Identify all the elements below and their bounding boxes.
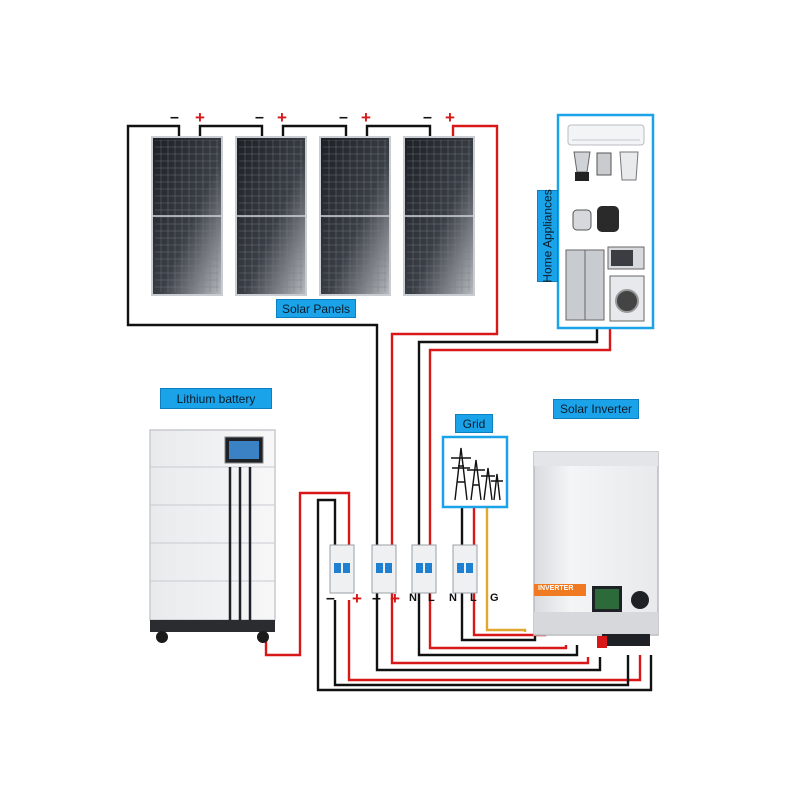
grid-panel [441, 435, 509, 509]
load-live-wire [428, 325, 612, 650]
panel-3-minus: – [339, 109, 348, 126]
blender-icon [573, 151, 591, 181]
pv-negative-wire [126, 124, 602, 672]
panel-1-plus: + [195, 108, 205, 127]
solar-panel-array [151, 136, 475, 296]
load-terminal-n: N [409, 592, 417, 604]
battery-terminal-minus: – [326, 590, 335, 607]
home-appliances-text: Home Appliances [540, 189, 555, 283]
battery-positive-wire [264, 491, 351, 657]
panel-2-minus: – [255, 109, 264, 126]
panel-2-plus: + [277, 108, 287, 127]
kettle-icon [572, 209, 592, 231]
battery-negative-wire [316, 498, 653, 692]
refrigerator-icon [565, 249, 605, 321]
grid-terminal-g: G [490, 592, 499, 604]
circuit-breaker-icon [329, 544, 355, 594]
circuit-breaker-icon [371, 544, 397, 594]
wiring [126, 124, 653, 692]
circuit-breaker-icon [411, 544, 437, 594]
home-appliances-panel [556, 113, 655, 330]
battery-terminal-plus: + [352, 589, 362, 608]
transmission-tower-icon [451, 447, 503, 501]
air-fryer-icon [597, 206, 619, 232]
home-appliances-label: Home Appliances [537, 189, 558, 283]
lithium-battery-label: Lithium battery [160, 388, 272, 409]
battery-negative-wire-2 [333, 600, 630, 687]
grid-terminal-n: N [449, 592, 457, 604]
coffee-maker-icon [596, 152, 612, 176]
grid-terminal-l: L [470, 592, 477, 604]
solar-panels-label: Solar Panels [276, 299, 356, 318]
solar-panel-icon [403, 136, 475, 296]
panel-1-minus: – [170, 109, 179, 126]
panel-series-link [198, 124, 264, 137]
battery-icon [149, 429, 276, 643]
food-processor-icon [619, 151, 639, 181]
panel-4-plus: + [445, 108, 455, 127]
solar-panel-icon [235, 136, 307, 296]
load-terminal-l: L [428, 592, 435, 604]
pv-terminal-minus: – [372, 590, 381, 607]
battery-positive-wire-2 [347, 600, 642, 682]
panel-series-link [365, 124, 432, 137]
grid-label: Grid [455, 414, 493, 433]
microwave-icon [607, 246, 645, 270]
grid-ground-wire [485, 507, 527, 632]
pv-positive-wire [390, 124, 590, 665]
panel-4-minus: – [423, 109, 432, 126]
inverter-brand-text: INVERTER [538, 585, 574, 592]
panel-series-link [281, 124, 348, 137]
circuit-breakers [329, 544, 478, 594]
air-conditioner-icon [567, 124, 645, 146]
pv-terminal-plus: + [390, 589, 400, 608]
solar-panel-icon [151, 136, 223, 296]
circuit-breaker-icon [452, 544, 478, 594]
inverter-icon [533, 451, 659, 648]
load-neutral-wire [417, 325, 599, 657]
solar-panel-icon [319, 136, 391, 296]
washing-machine-icon [609, 275, 645, 322]
panel-3-plus: + [361, 108, 371, 127]
solar-inverter-label: Solar Inverter [553, 399, 639, 419]
